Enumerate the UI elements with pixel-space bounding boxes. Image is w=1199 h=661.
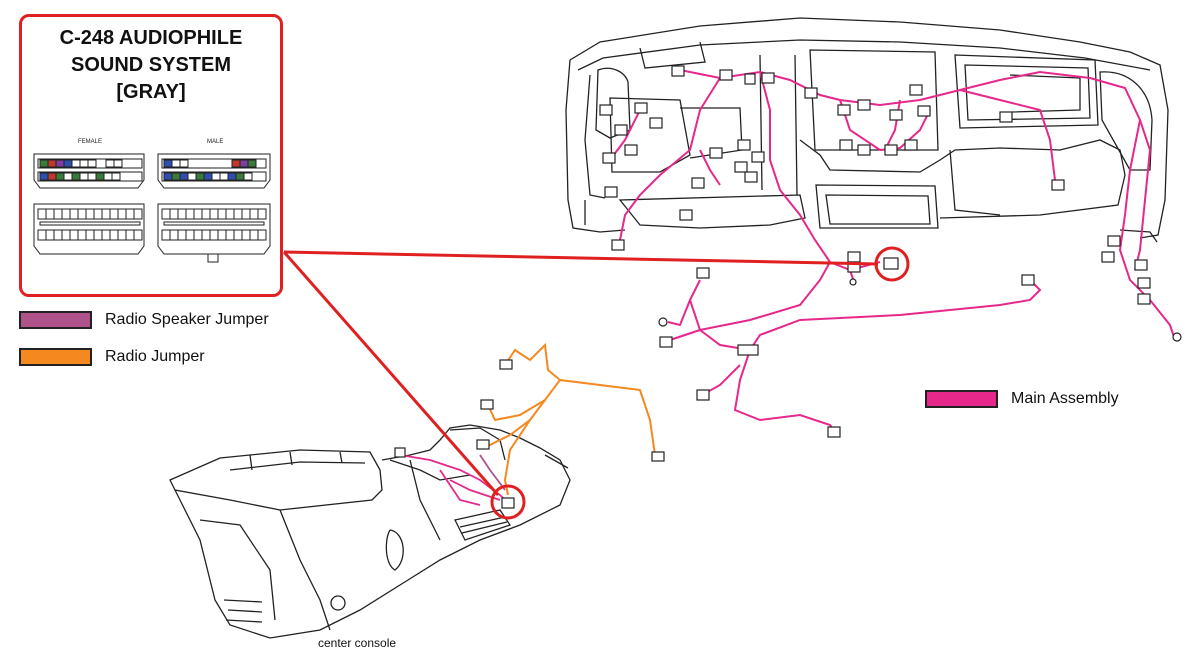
console-connectors	[394, 359, 665, 509]
center-console-caption: center console	[318, 636, 397, 650]
male-label: MALE	[207, 139, 224, 145]
connector-callout: C-248 AUDIOPHILE SOUND SYSTEM [GRAY] FEM…	[19, 14, 283, 297]
connector-pinout-drawing	[33, 153, 271, 263]
legend-swatch	[19, 348, 92, 366]
female-label: FEMALE	[78, 139, 103, 145]
main-assembly-harness	[609, 69, 1176, 433]
male-connector-top	[157, 153, 271, 189]
legend-swatch	[19, 311, 92, 329]
callout-title-line-1: C-248 AUDIOPHILE	[59, 27, 243, 49]
legend-label: Radio Speaker Jumper	[105, 311, 269, 328]
callout-title-line-2: SOUND SYSTEM	[70, 54, 232, 76]
legend-label: Main Assembly	[1011, 390, 1119, 407]
callout-title-line-3: [GRAY]	[116, 81, 186, 103]
legend-label: Radio Jumper	[105, 348, 205, 365]
callout-title: C-248 AUDIOPHILE SOUND SYSTEM [GRAY]	[22, 25, 280, 106]
legend-radio-speaker-jumper: Radio Speaker Jumper	[19, 311, 269, 329]
console-speaker-jumper	[479, 454, 506, 491]
console-harness	[399, 454, 511, 506]
legend-swatch	[925, 390, 998, 408]
male-connector-bottom	[157, 203, 271, 263]
dashboard-outline	[565, 17, 1169, 243]
dash-connector-highlight	[874, 246, 910, 282]
legend-main-assembly: Main Assembly	[925, 390, 1119, 408]
female-connector-bottom	[33, 203, 145, 255]
dashboard-connectors	[599, 65, 1182, 438]
legend-radio-jumper: Radio Jumper	[19, 348, 205, 366]
center-console-outline	[169, 424, 571, 639]
callout-leader-lines	[282, 250, 879, 496]
console-connector-highlight	[490, 484, 526, 520]
female-connector-top	[33, 153, 145, 189]
